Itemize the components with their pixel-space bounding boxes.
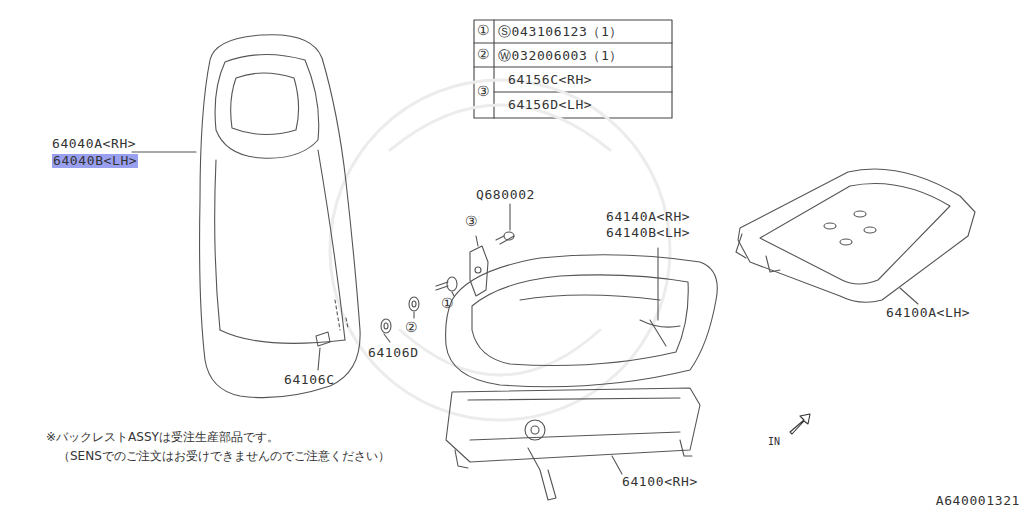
direction-label: IN: [768, 436, 780, 447]
part-number: Q680002: [476, 188, 535, 202]
part-number: 64140A<RH>: [606, 210, 690, 224]
note-text: ※バックレストASSYは受注生産部品です。: [46, 431, 279, 444]
part-number: 64106D: [368, 346, 419, 360]
callout-number: ②: [477, 47, 490, 62]
part-number: 64156D<LH>: [508, 98, 592, 112]
part-number: 64106C: [284, 373, 335, 387]
part-number: 64040A<RH>: [52, 137, 136, 151]
part-number: 64156C<RH>: [508, 73, 592, 87]
part-number: 64140B<LH>: [606, 226, 690, 240]
part-number: Ⓦ032006003（1）: [498, 49, 623, 63]
callout-number: ①: [441, 296, 454, 311]
callout-number: ②: [405, 320, 418, 335]
note-text: （SENSでのご注文はお受けできませんのでご注意ください）: [58, 450, 390, 463]
part-number: 64100A<LH>: [886, 306, 970, 320]
part-number: 64100<RH>: [622, 475, 698, 489]
callout-number: ①: [477, 23, 490, 38]
drawing-number: A640001321: [936, 494, 1020, 508]
callout-number: ③: [465, 214, 478, 229]
part-number: 64040B<LH>: [52, 154, 138, 168]
callout-number: ③: [477, 84, 490, 99]
part-number: Ⓢ043106123（1）: [498, 25, 623, 39]
